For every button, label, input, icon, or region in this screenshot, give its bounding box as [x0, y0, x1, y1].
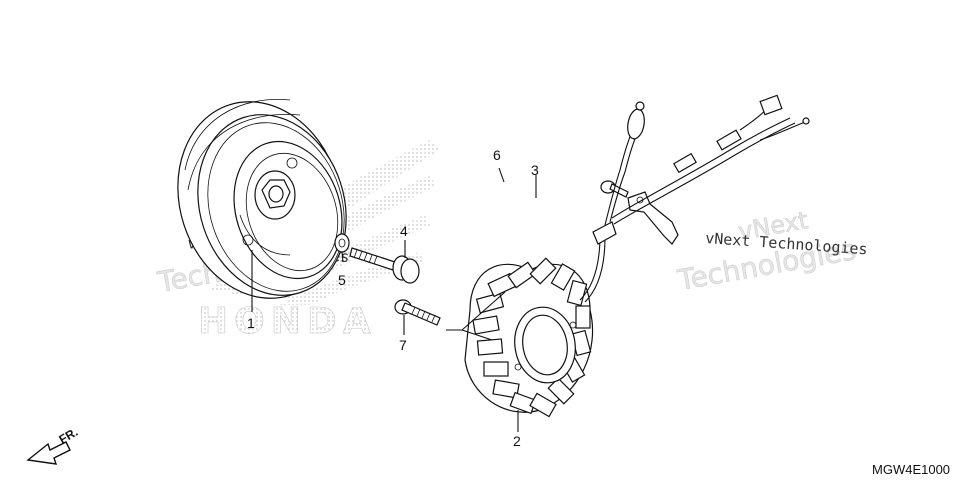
clamp-part-3 — [627, 191, 679, 245]
front-direction-indicator: FR. — [26, 425, 81, 465]
wire-harness — [579, 94, 810, 303]
front-label: FR. — [57, 425, 81, 447]
watermark-right-line1: vNext — [736, 206, 810, 246]
flywheel — [177, 98, 347, 299]
part-code: MGW4E1000 — [872, 462, 950, 477]
callout-3: 3 — [531, 162, 539, 178]
callout-2: 2 — [513, 433, 521, 449]
callout-6: 6 — [493, 147, 501, 163]
washer-part-5 — [334, 233, 350, 253]
front-arrow-icon — [26, 441, 71, 465]
callouts: 1 2 3 4 5 6 7 — [247, 147, 539, 449]
bolt-part-4 — [349, 247, 420, 284]
bolt-part-7 — [394, 299, 441, 326]
leader-lines — [251, 167, 537, 432]
honda-logo-text: HONDA — [198, 301, 377, 342]
callout-4: 4 — [400, 223, 408, 239]
stator — [464, 257, 594, 418]
stator-teeth — [472, 257, 592, 418]
callout-7: 7 — [399, 337, 407, 353]
callout-1: 1 — [247, 315, 255, 331]
callout-5: 5 — [338, 272, 346, 288]
